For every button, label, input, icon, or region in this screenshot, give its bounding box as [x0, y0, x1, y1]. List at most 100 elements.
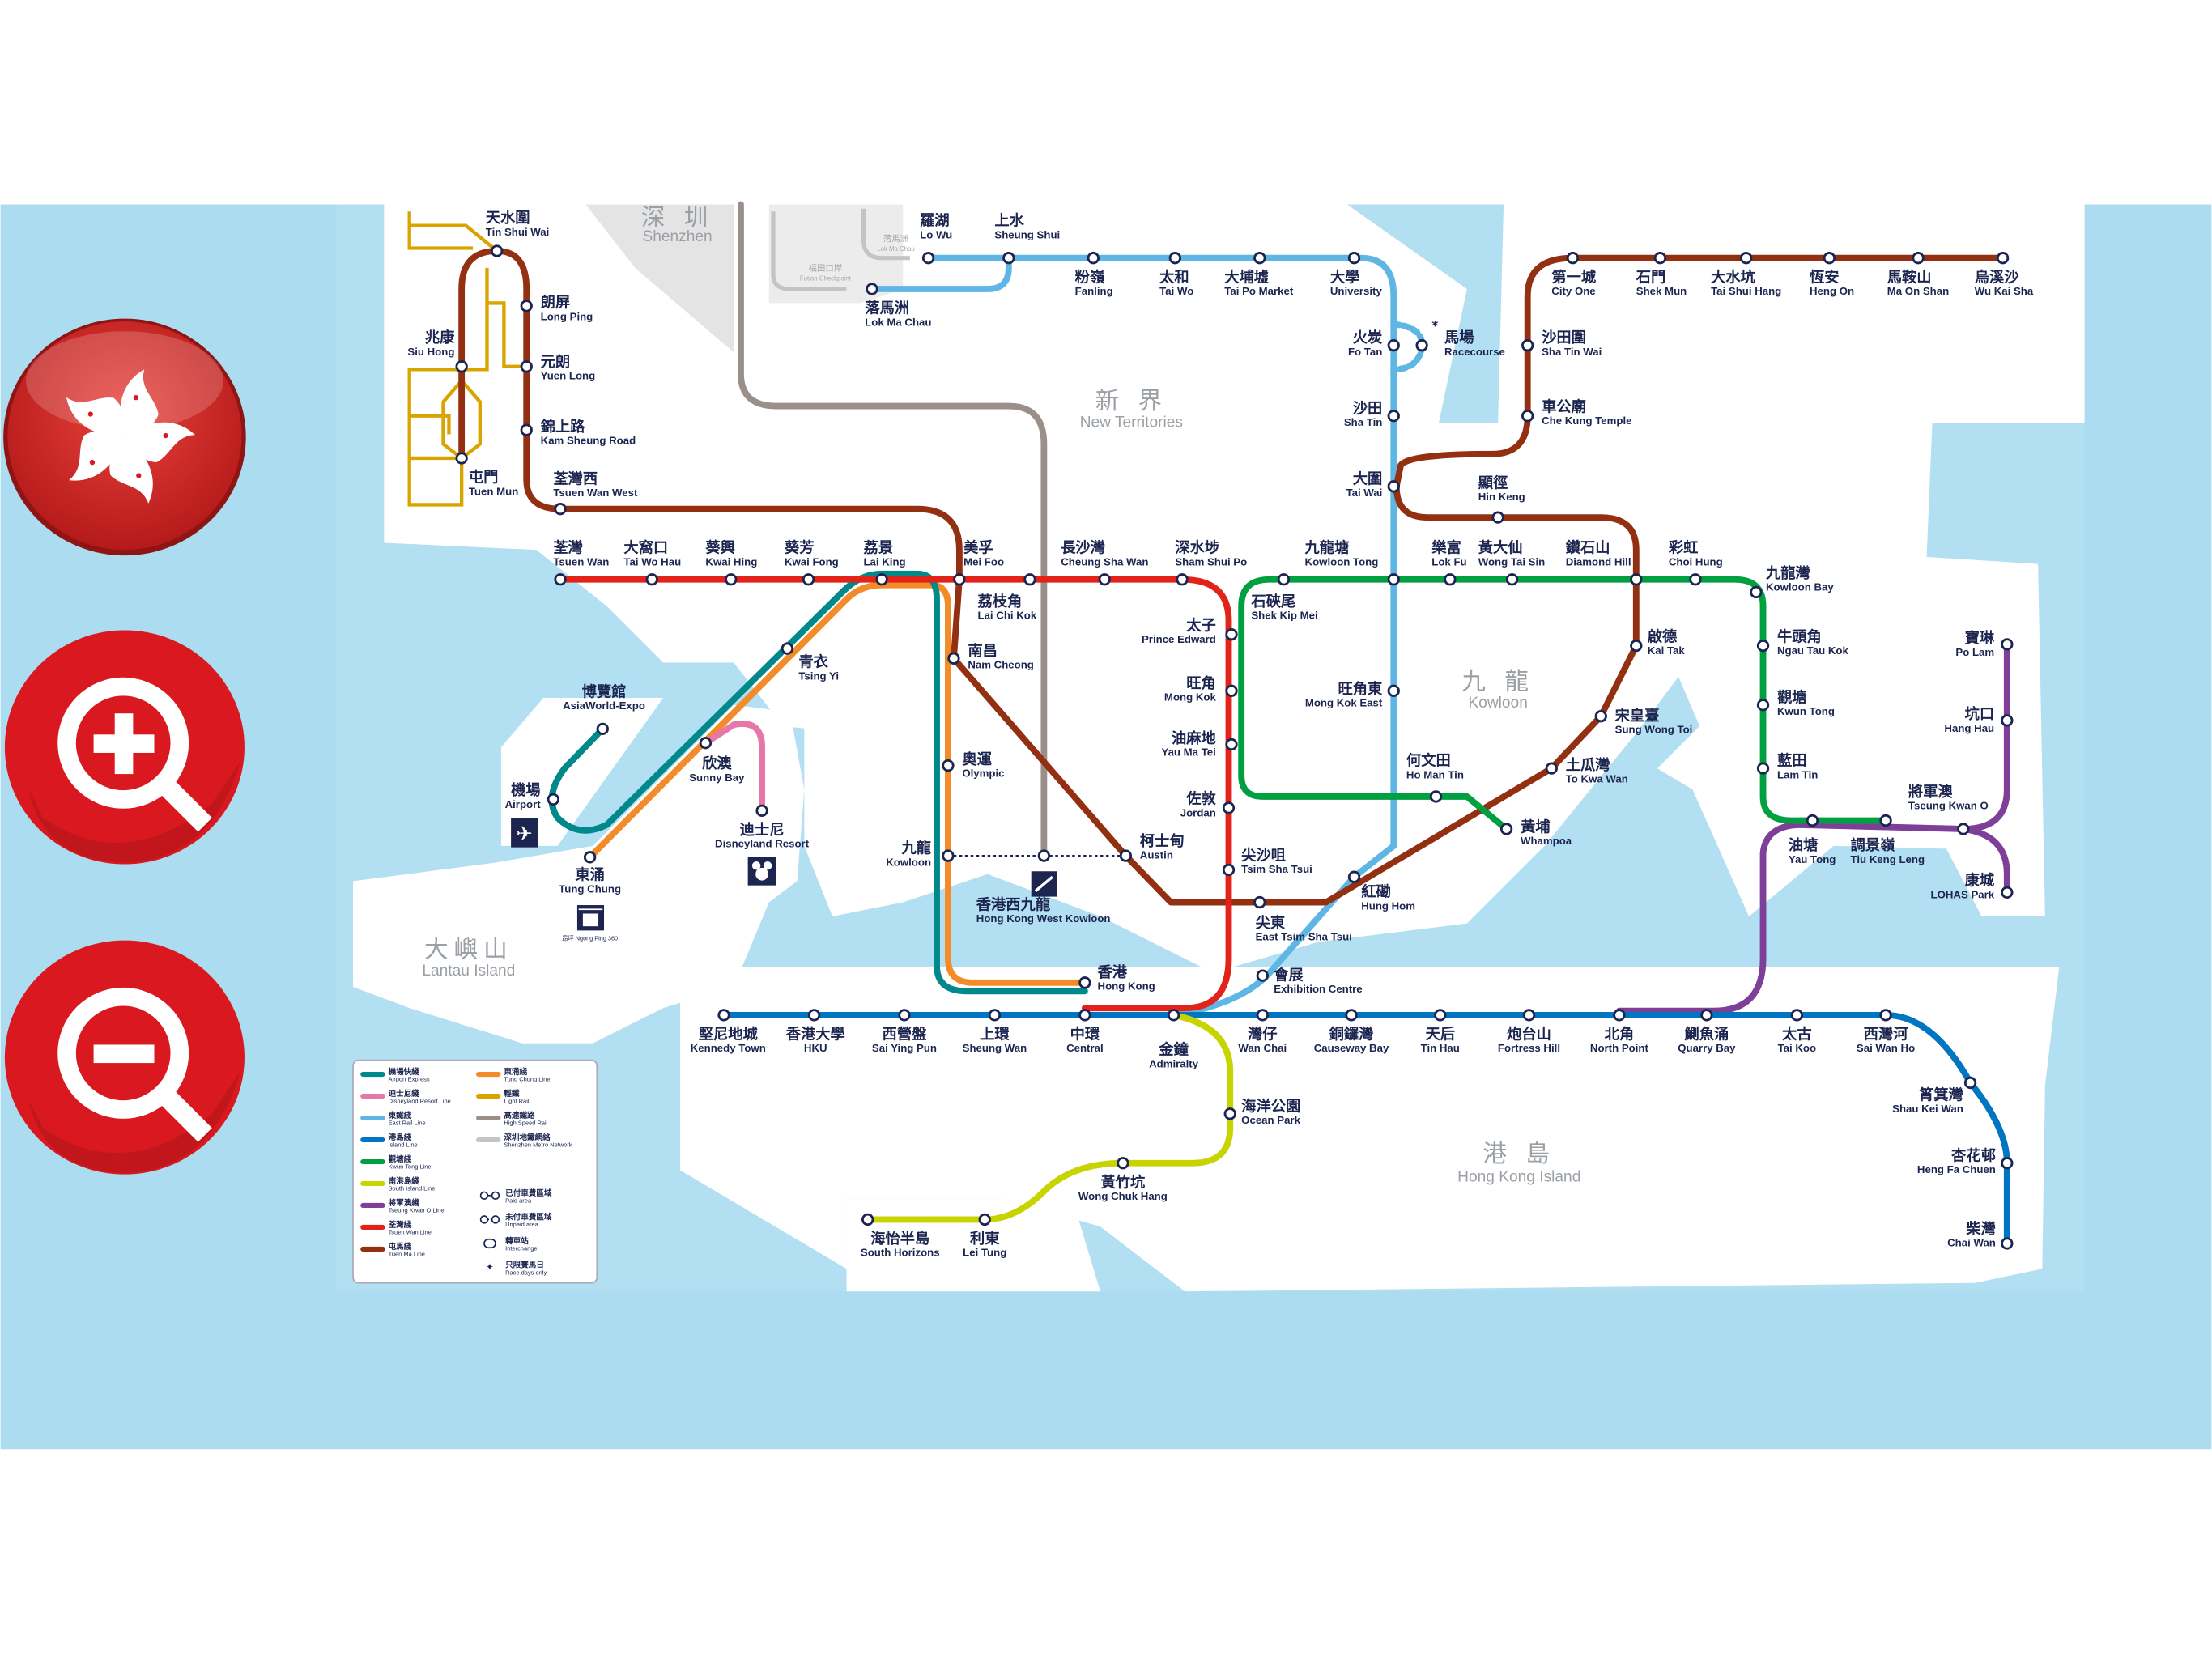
station-marker[interactable] [1387, 480, 1400, 493]
station-marker[interactable] [781, 642, 794, 655]
station-marker[interactable] [717, 1009, 730, 1022]
mtr-map[interactable]: 深 圳 Shenzhen 福田口岸 Futian Checkpoint 落馬洲 … [336, 201, 2085, 1292]
station-marker[interactable] [1098, 573, 1111, 586]
station-marker[interactable] [2001, 886, 2014, 899]
station-marker[interactable] [898, 1009, 911, 1022]
hong-kong-flag-button[interactable] [3, 318, 246, 556]
station-marker[interactable] [1078, 1009, 1091, 1022]
station-marker[interactable] [1415, 339, 1428, 352]
station-marker[interactable] [1499, 823, 1513, 835]
station-marker[interactable] [1387, 573, 1400, 586]
station-marker[interactable] [1256, 969, 1269, 982]
station-marker[interactable] [491, 244, 504, 257]
station-marker[interactable] [1176, 573, 1189, 586]
station-marker[interactable] [942, 849, 955, 862]
station-marker[interactable] [921, 252, 935, 265]
station-marker[interactable] [1505, 573, 1519, 586]
station-marker[interactable] [1225, 628, 1238, 641]
station-marker[interactable] [520, 360, 533, 373]
station-marker[interactable] [1756, 762, 1770, 775]
station-marker[interactable] [1630, 573, 1643, 586]
station-marker[interactable] [554, 503, 567, 516]
station-marker[interactable] [942, 759, 955, 772]
station-marker[interactable] [1957, 823, 1970, 835]
station-marker[interactable] [1347, 870, 1361, 883]
station-marker[interactable] [1630, 639, 1643, 653]
station-marker[interactable] [1023, 573, 1036, 586]
station-marker[interactable] [1387, 684, 1400, 697]
station-marker[interactable] [1002, 252, 1015, 265]
station-marker[interactable] [866, 283, 878, 295]
station-marker[interactable] [1387, 410, 1400, 423]
station-marker[interactable] [1347, 252, 1361, 265]
station-marker[interactable] [1756, 639, 1770, 653]
station-marker[interactable] [1387, 339, 1400, 352]
station-marker[interactable] [520, 423, 533, 436]
station-marker[interactable] [1277, 573, 1291, 586]
station-marker[interactable] [520, 300, 533, 312]
station-marker[interactable] [1996, 252, 2010, 265]
station-marker[interactable] [1912, 252, 1925, 265]
station-marker[interactable] [699, 737, 713, 750]
station-marker[interactable] [645, 573, 658, 586]
station-marker[interactable] [1078, 976, 1091, 989]
station-marker[interactable] [978, 1213, 991, 1226]
station-marker[interactable] [1225, 738, 1238, 751]
station-marker[interactable] [947, 652, 960, 665]
station-marker[interactable] [1223, 1107, 1236, 1120]
station-marker[interactable] [802, 573, 815, 586]
station-marker[interactable] [1444, 573, 1457, 586]
station-marker[interactable] [1117, 1157, 1129, 1170]
station-marker[interactable] [596, 722, 609, 736]
station-marker[interactable] [861, 1213, 874, 1226]
station-marker[interactable] [1168, 252, 1181, 265]
station-marker[interactable] [1613, 1009, 1626, 1022]
station-marker[interactable] [554, 573, 567, 586]
